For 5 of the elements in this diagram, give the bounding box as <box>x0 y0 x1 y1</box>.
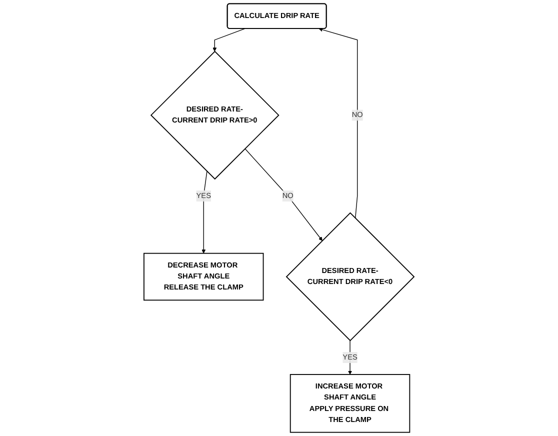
arrow <box>348 340 352 375</box>
arrow <box>212 28 246 52</box>
arrow <box>244 148 322 241</box>
arrow <box>202 171 208 254</box>
arrow <box>318 28 358 219</box>
